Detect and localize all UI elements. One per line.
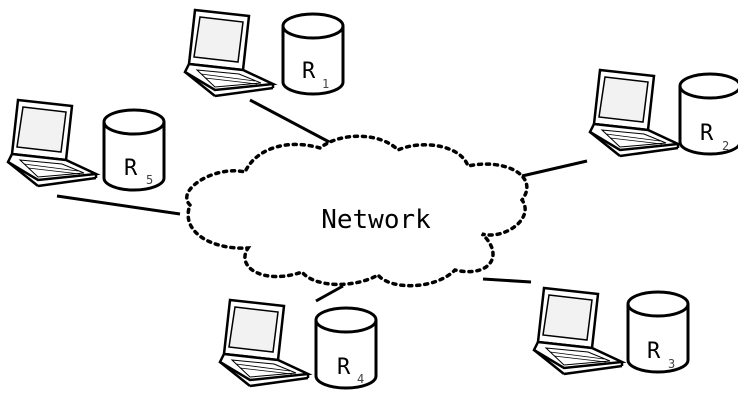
database-label: R (302, 59, 316, 84)
node-r5: R 5 (6, 98, 166, 192)
link-r4 (315, 284, 344, 303)
link-r5 (56, 194, 181, 216)
node-r3: R 3 (532, 286, 690, 376)
database-label: R (700, 121, 714, 146)
database-subscript: 2 (722, 139, 729, 153)
database-subscript: 1 (322, 77, 329, 91)
node-r1: R 1 (183, 8, 345, 98)
connection-lines (56, 98, 588, 303)
database-subscript: 5 (146, 173, 153, 187)
network-cloud: Network (185, 134, 529, 288)
network-label: Network (321, 205, 431, 235)
database-subscript: 3 (668, 357, 675, 371)
node-r4: R 4 (218, 298, 378, 390)
database-label: R (647, 339, 661, 364)
database-label: R (124, 156, 138, 181)
link-r3 (482, 277, 532, 284)
link-r2 (521, 159, 588, 178)
link-r1 (249, 98, 334, 146)
database-subscript: 4 (357, 372, 364, 386)
database-label: R (337, 355, 351, 380)
laptop-icon (183, 8, 275, 98)
node-r2: R 2 (588, 68, 738, 158)
laptop-icon (532, 286, 624, 376)
laptop-icon (218, 298, 310, 388)
laptop-icon (588, 68, 680, 158)
laptop-icon (6, 98, 98, 188)
